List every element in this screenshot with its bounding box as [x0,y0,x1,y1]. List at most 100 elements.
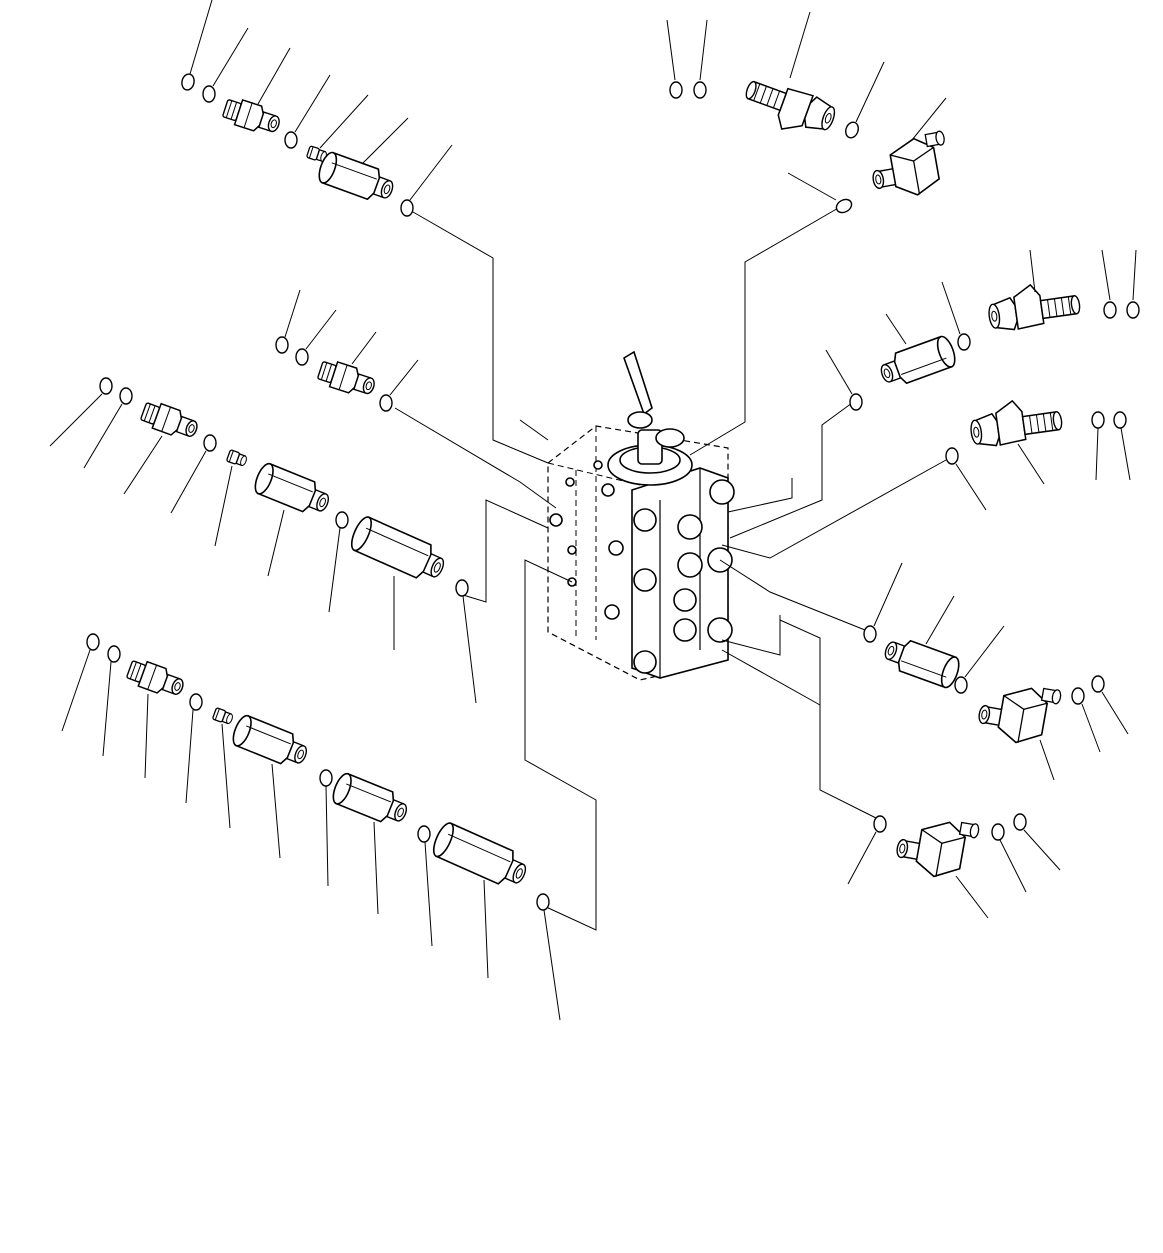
o-ring [1091,675,1105,693]
leader [185,709,194,804]
leader [305,309,337,350]
valve-port [709,479,735,505]
o-ring [849,393,863,411]
valve-port [707,617,733,643]
valve-port [633,508,657,532]
o-ring [1103,301,1117,319]
o-ring [669,81,683,99]
hose-nipple-elbow [966,393,1065,450]
control-valve-block [547,350,735,681]
leader [955,463,987,511]
leader [1017,443,1045,485]
leader [102,661,112,757]
leader [294,74,331,133]
leader [1039,739,1055,781]
valve-port-small [565,477,575,487]
o-ring [863,625,877,643]
o-ring [842,119,862,141]
o-ring [203,434,217,452]
o-ring [954,676,968,694]
elbow-block [974,676,1063,750]
leader [699,19,708,81]
leader [123,435,163,495]
connector-body [880,633,964,691]
leader [955,875,989,919]
leader [462,595,477,704]
top-right-fittings [666,11,954,216]
connector-body [228,712,313,772]
leader [389,359,419,396]
leader [1101,691,1129,735]
leader [787,172,837,201]
valve-port [601,483,615,497]
middle-left-fittings [275,289,419,412]
leader [847,831,877,885]
leader [1095,427,1099,481]
long-connector [346,513,450,587]
leader [666,19,676,81]
o-ring [379,394,393,412]
leader [189,0,213,75]
o-ring [99,377,113,395]
o-ring [957,333,971,351]
bottom-right-fittings [847,810,1061,919]
leader [1132,249,1137,301]
valve-port-small [567,545,577,555]
leader [373,821,379,915]
leader [999,839,1027,893]
adapter-fitting [138,398,202,444]
valve-port [549,513,563,527]
leader [873,562,903,627]
o-ring [1071,687,1085,705]
leader [925,595,955,645]
adapter-fitting [220,94,284,139]
connector-body [314,149,398,207]
leader [424,841,433,947]
leader [325,785,329,887]
o-ring [873,815,887,833]
o-ring [335,511,349,529]
valve-lever [623,350,653,416]
leader [483,879,489,979]
valve-port [673,618,697,642]
o-ring [284,131,298,149]
leader [351,331,377,365]
o-ring [275,336,289,354]
leader [911,97,947,141]
o-ring [833,196,855,216]
leader [1120,427,1131,481]
leader [825,349,853,395]
leader [1081,703,1101,753]
o-ring [400,199,414,217]
plug [225,448,249,468]
o-ring [189,693,203,711]
o-ring [179,72,197,92]
leader [61,649,91,732]
leader [941,281,961,335]
o-ring [1013,813,1027,831]
valve-port [677,552,703,578]
o-ring [202,85,216,103]
leader [170,450,207,514]
leader [49,393,103,447]
leader [361,117,409,165]
left-row-1 [49,377,477,704]
o-ring [1126,301,1140,319]
o-ring [107,645,121,663]
o-ring [455,579,469,597]
leader [271,763,281,859]
hose-nipple-elbow [737,73,840,146]
leader [1101,249,1111,301]
valve-lever-pivot [627,411,653,429]
elbow-block [866,129,954,203]
valve-port [604,604,620,620]
valve-port-small [593,460,603,470]
right-lower-fittings [863,562,1129,781]
leader [267,509,285,577]
right-upper-fittings [825,249,1140,411]
top-left-fittings [179,0,453,217]
connector-body [876,333,960,391]
connector-body [328,770,413,830]
o-ring [319,769,333,787]
o-ring [86,633,100,651]
